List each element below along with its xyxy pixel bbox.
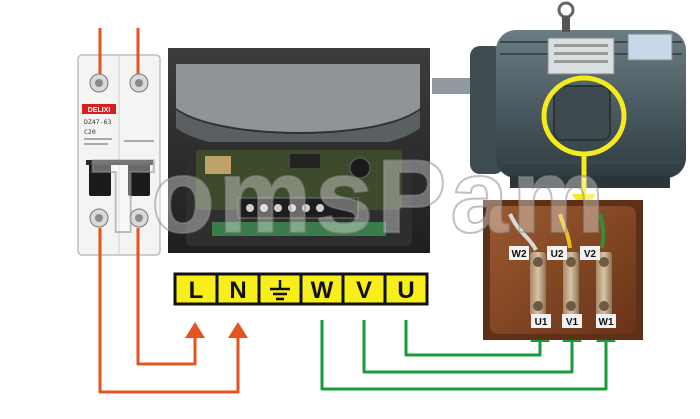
breaker-rating: C20: [84, 128, 96, 136]
motor-internal-wire: [508, 213, 538, 251]
inverter-component: [290, 154, 320, 168]
breaker-screw-top-right-head: [135, 79, 143, 87]
terminal-v: [341, 272, 387, 306]
breaker-brand: DELIXI: [88, 107, 111, 114]
breaker-screw-top-left-head: [95, 79, 103, 87]
motor-nameplate: [547, 37, 615, 75]
supply-wire-to-n: [98, 228, 240, 394]
motor-terminal-w2: [509, 246, 529, 260]
motor-terminal-u2: [547, 246, 567, 260]
inverter-terminal-screw: [274, 204, 282, 212]
breaker-model: DZ47-63: [84, 118, 111, 126]
terminal-strip: L N W V U: [173, 272, 429, 306]
breaker-toggle-left[interactable]: [89, 162, 111, 196]
motor-terminal-v2-label: V2: [584, 249, 597, 260]
inverter-terminal-screw: [246, 204, 254, 212]
terminal-v-label: V: [356, 277, 372, 304]
breaker-brand-plate: [82, 104, 116, 114]
supply-wire-to-l: [136, 228, 197, 366]
motor-base: [510, 176, 670, 188]
terminal-nut: [533, 301, 543, 311]
inverter-panel: [168, 48, 430, 253]
motor-wire-v: [362, 320, 574, 374]
inverter-terminal-screw: [316, 204, 324, 212]
terminal-u-label: U: [397, 277, 414, 304]
motor-label: [627, 33, 673, 61]
motor-nameplate-line: [554, 44, 608, 47]
motor-terminal-v2: [580, 246, 600, 260]
brass-link-1: [530, 252, 546, 316]
brass-link-3: [596, 252, 612, 316]
supply-wires: [98, 28, 240, 394]
motor-terminal-w1-label: W1: [599, 317, 614, 328]
breaker-fine-print: [124, 140, 154, 142]
motor-nameplate-line: [554, 52, 608, 55]
brass-link-2: [563, 252, 579, 316]
motor-terminal-u1-label: U1: [535, 317, 548, 328]
motor-wire-u: [404, 320, 542, 357]
terminal-nut: [533, 257, 543, 267]
circuit-breaker: DELIXI DZ47-63 C20: [77, 54, 161, 256]
terminal-nut: [599, 301, 609, 311]
inverter-terminal-block: [237, 197, 359, 219]
arrow-up-icon: [228, 322, 248, 338]
terminal-l: [173, 272, 219, 306]
motor-wires: [320, 320, 608, 391]
inverter-cover-edge: [176, 110, 420, 152]
inverter-terminal-screw: [302, 204, 310, 212]
inverter-terminal-screw: [288, 204, 296, 212]
motor-nameplate-line: [554, 60, 608, 63]
terminal-n-label: N: [229, 277, 246, 304]
motor-end-cap: [470, 46, 504, 174]
motor-terminal-w1: [596, 314, 616, 328]
inverter-component: [205, 156, 231, 174]
breaker-toggle-right[interactable]: [128, 162, 150, 196]
breaker-screw-bottom-right-head: [135, 214, 143, 222]
inverter-terminal-screw: [260, 204, 268, 212]
arrow-up-icon: [185, 322, 205, 338]
motor: [432, 1, 686, 188]
inverter-pcb-strip: [212, 222, 386, 236]
breaker-screw-bottom-left-head: [95, 214, 103, 222]
breaker-toggle-bar: [86, 160, 153, 165]
terminal-nut: [566, 301, 576, 311]
breaker-fine-print: [84, 138, 112, 140]
motor-terminal-u2-label: U2: [551, 249, 564, 260]
inverter-cover: [176, 64, 420, 132]
motor-terminal-v1-label: V1: [566, 317, 579, 328]
motor-terminal-box-photo: W2 U2 V2 U1 V1 W1: [483, 200, 643, 340]
terminal-nut: [599, 257, 609, 267]
watermark: TomsPam: [91, 139, 608, 255]
motor-terminal-box: [553, 85, 611, 141]
breaker-fine-print: [84, 143, 108, 145]
motor-internal-wire: [558, 213, 572, 249]
motor-terminal-u1: [531, 314, 551, 328]
motor-lifting-eye-stem: [562, 16, 570, 32]
motor-terminal-w2-label: W2: [512, 249, 527, 260]
ground-icon: [270, 280, 290, 301]
motor-lifting-eye: [557, 1, 575, 19]
terminal-u: [383, 272, 429, 306]
terminal-nut: [566, 257, 576, 267]
inverter-capacitor: [349, 157, 371, 179]
motor-internal-wire: [598, 213, 606, 249]
motor-wire-w: [320, 320, 608, 391]
terminal-l-label: L: [189, 277, 204, 304]
motor-terminal-v1: [562, 314, 582, 328]
terminal-w-label: W: [311, 277, 334, 304]
motor-shaft: [432, 78, 478, 94]
